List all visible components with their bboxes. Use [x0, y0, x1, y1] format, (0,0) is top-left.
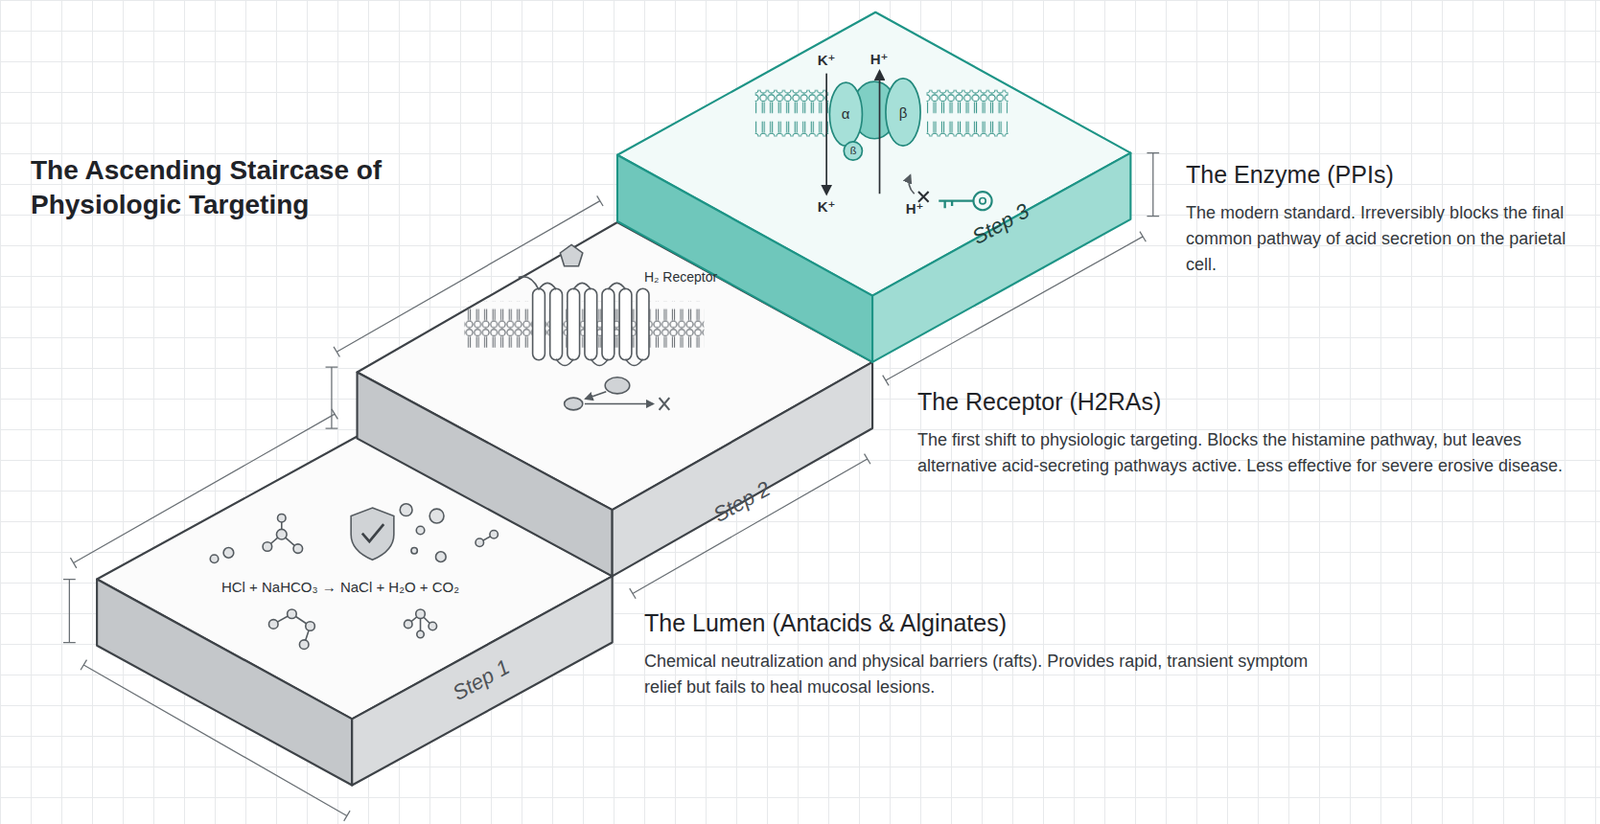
- step-heading: The Receptor (H2RAs): [917, 388, 1161, 417]
- subunit-label: ß: [850, 144, 858, 157]
- step-heading: The Enzyme (PPIs): [1185, 161, 1394, 189]
- ion-label: K⁺: [817, 198, 836, 216]
- step-description: Chemical neutralization and physical bar…: [644, 649, 1335, 701]
- step-heading: The Lumen (Antacids & Alginates): [644, 609, 1007, 638]
- step-description: The first shift to physiologic targeting…: [917, 427, 1579, 480]
- subunit-label: β: [899, 104, 908, 121]
- ion-label: H⁺: [870, 50, 889, 69]
- ion-label: H⁺: [905, 200, 925, 218]
- diagram-title: The Ascending Staircase of Physiologic T…: [30, 153, 482, 223]
- receptor-label: H₂ Receptor: [644, 269, 718, 285]
- ion-label: K⁺: [817, 51, 836, 70]
- formula-label: HCl + NaHCO₃ → NaCl + H₂O + CO₂: [221, 579, 460, 596]
- subunit-label: α: [841, 105, 851, 122]
- step-description: The modern standard. Irreversibly blocks…: [1185, 200, 1584, 279]
